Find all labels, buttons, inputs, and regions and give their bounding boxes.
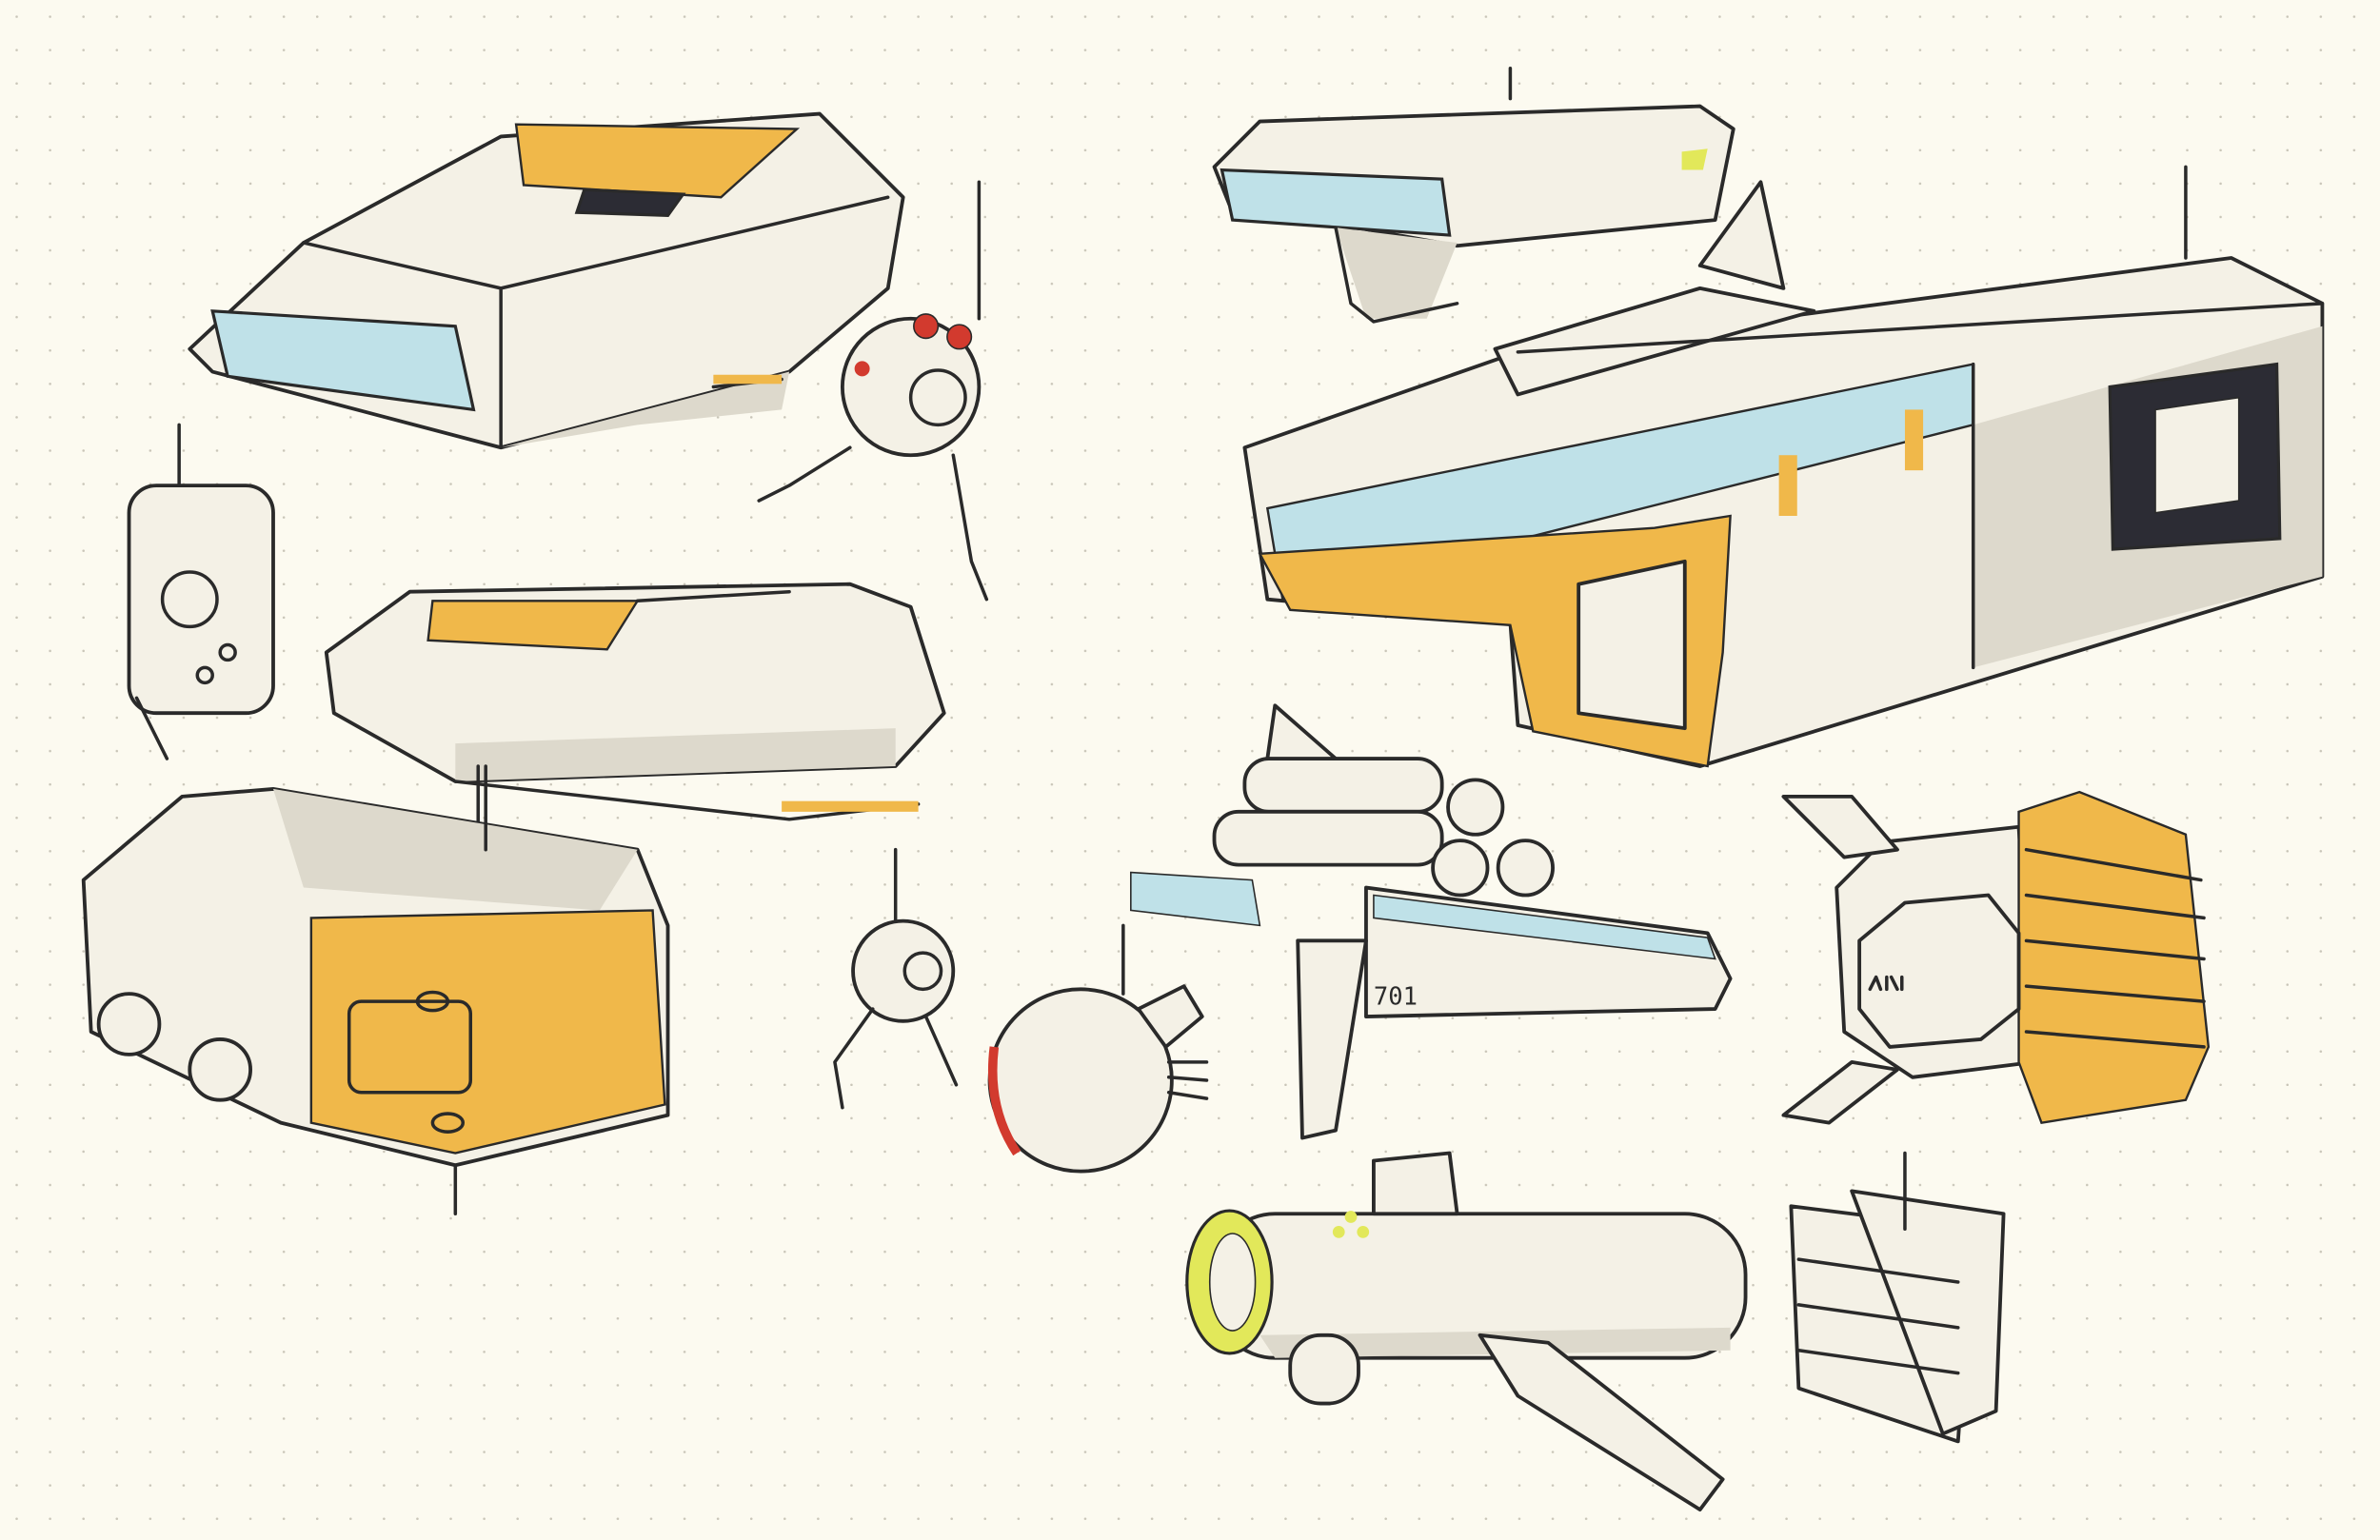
orange-panel [514,123,801,199]
small-round-drone [757,180,989,602]
orange-panel [309,909,666,1155]
orange-panel [426,600,640,651]
panel-fragment [1789,1151,2006,1444]
illegible-marking [1868,975,1904,992]
large-carrier-ship [1242,165,2325,768]
blue-window [1220,168,1452,237]
gun-number-label: 701 [1374,982,1418,1011]
middle-left-hover-vehicle [324,582,946,852]
blue-window [210,309,476,412]
top-right-flat-vehicle [1212,66,1735,324]
bottom-left-container-unit [81,764,670,1216]
walker-drone [833,847,959,1110]
side-pod [127,423,275,760]
cannon [1185,1151,1748,1512]
multi-barrel-gun: 701 [1130,703,1733,1140]
spherical-pod [987,923,1209,1174]
top-left-hover-vehicle [188,111,905,450]
cargo-crate [1781,790,2211,1125]
